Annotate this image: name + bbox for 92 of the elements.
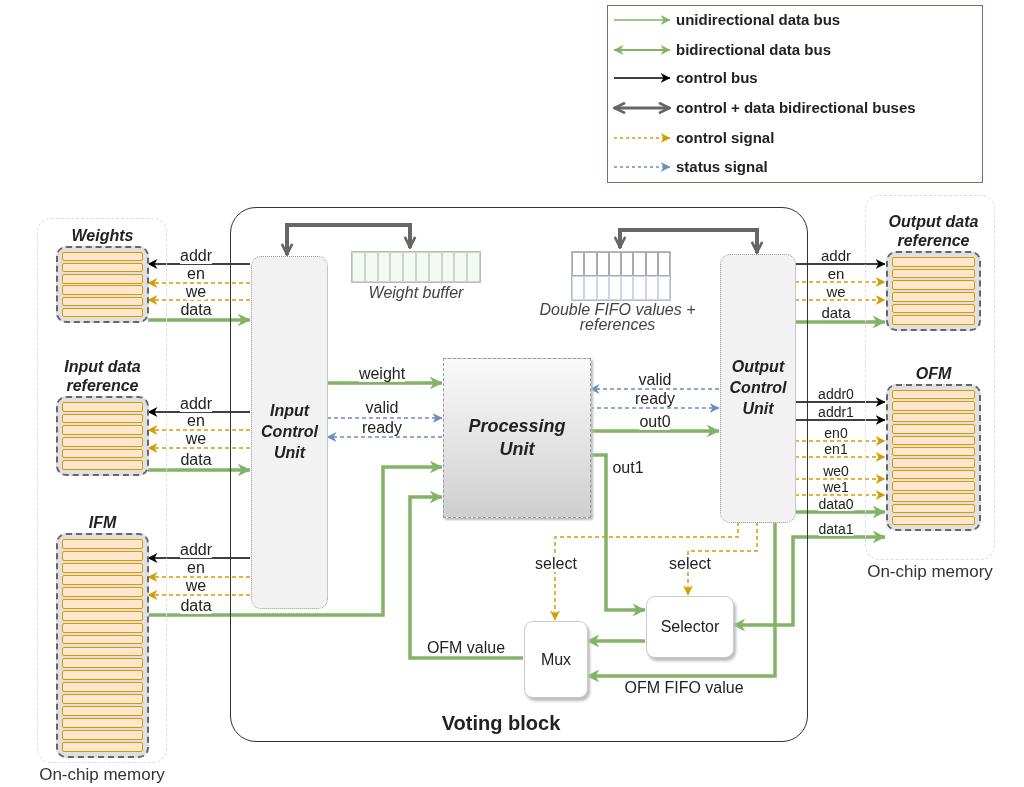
arrow xyxy=(148,463,251,477)
legend-label: control signal xyxy=(676,129,775,146)
edge-label: out0 xyxy=(639,414,671,430)
edge-label: data xyxy=(180,302,212,318)
edge-label: valid xyxy=(365,400,399,416)
edge-label: addr0 xyxy=(818,387,854,401)
memory-title: Input data reference xyxy=(63,358,142,395)
arrow xyxy=(683,521,758,596)
arrow xyxy=(148,460,443,617)
edge-label: select xyxy=(535,556,577,572)
arrow xyxy=(794,474,886,484)
block-label: Mux xyxy=(540,650,572,669)
edge-label: data1 xyxy=(818,522,854,536)
function-block xyxy=(646,596,734,658)
unit-label: Processing Unit xyxy=(467,414,567,461)
arrow xyxy=(795,505,886,519)
memory-title: Weights xyxy=(70,226,135,245)
block-label: Selector xyxy=(660,618,720,636)
edge-label: ready xyxy=(635,391,675,407)
arrow xyxy=(147,278,251,288)
memory-caption: On-chip memory xyxy=(38,765,166,785)
arrow xyxy=(147,443,251,453)
arrow xyxy=(147,407,251,417)
control-unit-box xyxy=(251,256,328,609)
edge-label: en1 xyxy=(824,442,848,456)
arrow xyxy=(147,295,251,305)
arrow xyxy=(795,315,886,329)
arrow xyxy=(589,384,720,394)
double-arrow xyxy=(613,228,764,254)
arrow xyxy=(794,259,886,269)
arrow xyxy=(794,436,886,446)
edge-label: weight xyxy=(358,366,406,382)
arrow xyxy=(147,590,251,600)
arrow xyxy=(794,490,886,500)
arrow xyxy=(794,415,886,425)
legend-label: control + data bidirectional buses xyxy=(676,99,916,116)
edge-label: data xyxy=(180,598,212,614)
arrow xyxy=(586,634,645,648)
processing-unit-box xyxy=(443,358,591,518)
edge-label: data xyxy=(821,305,851,320)
arrow xyxy=(326,432,443,442)
arrow xyxy=(148,313,251,327)
unit-label: Input Control Unit xyxy=(260,401,320,463)
memory-title: OFM xyxy=(914,364,953,383)
double-arrow xyxy=(280,223,417,256)
legend-label: unidirectional data bus xyxy=(676,11,841,28)
memory-title: IFM xyxy=(87,513,118,532)
arrow xyxy=(589,403,720,413)
voting-block-frame xyxy=(230,207,808,742)
fifo-label: Double FIFO values + references xyxy=(538,302,697,333)
edge-label: out1 xyxy=(612,460,644,476)
arrow xyxy=(590,424,720,438)
memory-title: Output data reference xyxy=(887,213,980,250)
edge-label: en0 xyxy=(824,426,848,440)
edge-label: addr xyxy=(180,248,212,264)
double-arrow xyxy=(732,530,886,632)
arrow xyxy=(326,413,443,423)
legend-label: control bus xyxy=(676,69,758,86)
arrow xyxy=(550,521,739,621)
arrow xyxy=(327,376,443,390)
arrow xyxy=(147,553,251,563)
edge-label: addr xyxy=(180,542,212,558)
arrow xyxy=(586,522,777,683)
control-unit-box xyxy=(720,254,796,523)
buffer-label: Weight buffer xyxy=(367,284,465,302)
arrow xyxy=(794,277,886,287)
unit-label: Output Control Unit xyxy=(728,357,788,419)
memory-caption: On-chip memory xyxy=(866,562,994,582)
arrow xyxy=(590,453,646,617)
arrow xyxy=(147,425,251,435)
edge-label: select xyxy=(669,556,711,572)
arrow xyxy=(147,259,251,269)
block-title: Voting block xyxy=(440,712,562,735)
arrow xyxy=(147,572,251,582)
edge-label: addr1 xyxy=(818,405,854,419)
edge-label: valid xyxy=(638,372,672,388)
legend-label: bidirectional data bus xyxy=(676,41,832,58)
function-block xyxy=(524,621,588,698)
edge-label: we1 xyxy=(823,480,849,494)
edge-label: OFM value xyxy=(426,640,506,656)
arrow xyxy=(794,397,886,407)
legend-label: status signal xyxy=(676,158,768,175)
arrow xyxy=(794,452,886,462)
edge-label: OFM FIFO value xyxy=(624,680,744,696)
arrow xyxy=(794,295,886,305)
edge-label: ready xyxy=(362,420,402,436)
edge-label: addr xyxy=(180,396,212,412)
edge-label: data xyxy=(180,452,212,468)
edge-label: addr xyxy=(821,248,851,263)
edge-label: we0 xyxy=(823,464,849,478)
edge-label: data0 xyxy=(818,497,854,511)
arrow xyxy=(408,490,523,660)
